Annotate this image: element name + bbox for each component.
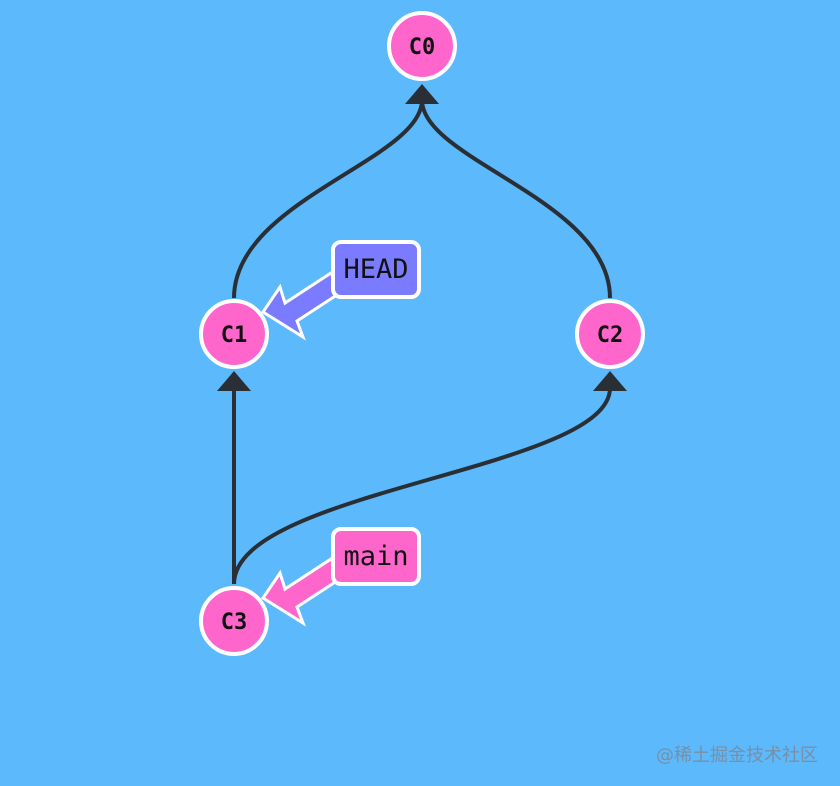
arrowhead-c0-left bbox=[405, 84, 439, 104]
head-label-box bbox=[331, 240, 421, 299]
main-branch-ref[interactable]: main bbox=[260, 527, 421, 627]
commit-c1[interactable]: C1 bbox=[199, 299, 269, 369]
edge-c2-to-c0 bbox=[420, 99, 612, 299]
watermark: @稀土掘金技术社区 bbox=[656, 745, 818, 766]
commit-c0[interactable]: C0 bbox=[387, 11, 457, 81]
edge-c3-to-c2 bbox=[232, 387, 612, 585]
commit-c2[interactable]: C2 bbox=[575, 299, 645, 369]
head-label: HEAD bbox=[343, 254, 408, 285]
commit-c3[interactable]: C3 bbox=[199, 586, 269, 656]
commit-node-c2 bbox=[575, 299, 645, 369]
commit-node-c0 bbox=[387, 11, 457, 81]
main-label-box bbox=[331, 527, 421, 586]
commit-label-c2: C2 bbox=[597, 323, 624, 348]
commit-node-c3 bbox=[199, 586, 269, 656]
arrowhead-c2 bbox=[593, 371, 627, 391]
head-ref[interactable]: HEAD bbox=[260, 240, 421, 341]
commit-node-c1 bbox=[199, 299, 269, 369]
edge-c1-to-c0 bbox=[232, 99, 424, 299]
commit-label-c0: C0 bbox=[409, 35, 436, 60]
commit-label-c3: C3 bbox=[221, 610, 248, 635]
edges bbox=[217, 84, 627, 585]
main-label: main bbox=[343, 541, 408, 572]
arrowhead-c1 bbox=[217, 371, 251, 391]
commit-label-c1: C1 bbox=[221, 323, 248, 348]
